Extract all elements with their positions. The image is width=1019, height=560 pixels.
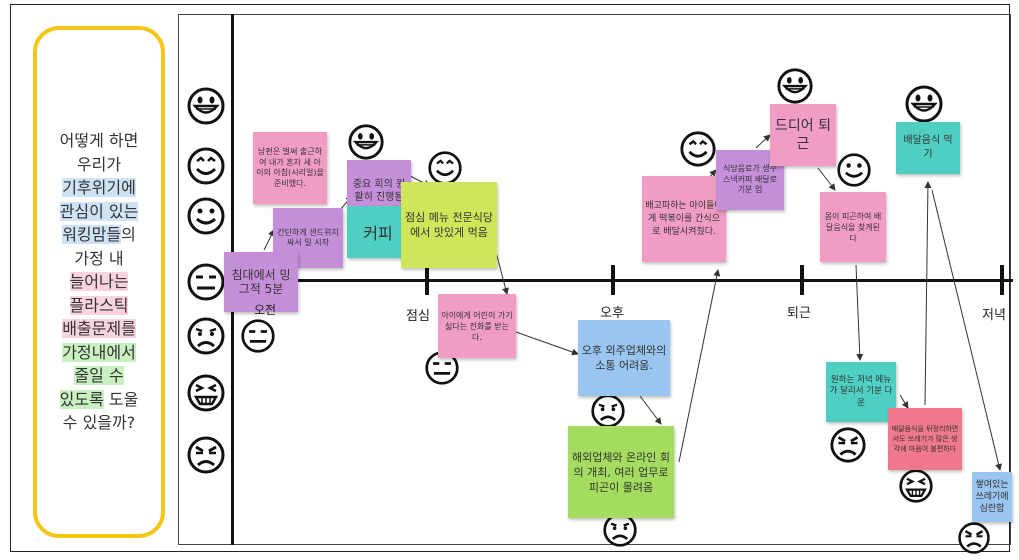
note-dinner-menu: 원하는 저녁 메뉴가 달리서 기분 다운 xyxy=(826,362,896,422)
tick-lunch xyxy=(425,265,429,295)
note-pile: 쌓여있는 쓰레기에 심란함 xyxy=(972,472,1012,522)
note-child: 아이에게 어린이 가기 싫다는 전화를 받는다. xyxy=(438,294,516,358)
note-delivery-drink: 식당음료가 생수 스낵커피 배달로 기분 업 xyxy=(716,150,784,210)
question-seg: 의 xyxy=(121,225,136,245)
label-evening: 저녁 xyxy=(982,308,1006,323)
note-finally: 드디어 퇴근 xyxy=(770,104,836,166)
note-hungry-kids: 배고파하는 아이들에게 떡볶이를 간식으로 배달시켜줬다. xyxy=(642,176,726,262)
note-husband: 남편은 벌써 출근하여 내가 혼자 세 아이의 아침(시리얼)을 준비했다. xyxy=(253,132,327,204)
note-lunch-menu: 점심 메뉴 전문식당에서 맛있게 먹음 xyxy=(401,182,497,268)
note-tired: 몸이 피곤하여 배달음식을 찾게된다 xyxy=(820,192,886,262)
note-coffee: 커피 xyxy=(347,206,409,258)
question-seg-highlight: 줄일 수 xyxy=(74,366,124,386)
question-seg-highlight: 기후위기에 xyxy=(62,178,136,198)
question-seg-highlight: 배출문제를 xyxy=(62,319,136,339)
crying-face-icon xyxy=(898,468,934,504)
content-face-icon xyxy=(836,152,872,188)
question-seg-highlight: 늘어나는 xyxy=(69,272,129,292)
label-afternoon: 오후 xyxy=(600,306,624,321)
time-axis xyxy=(233,279,1013,282)
note-trash: 배달음식을 뒤정리하면서도 쓰레기가 많은 생각에 마음이 불편하다 xyxy=(888,408,962,470)
angry-face-icon xyxy=(829,426,867,464)
sad-face-icon xyxy=(590,393,626,429)
tick-afternoon xyxy=(611,265,615,295)
question-seg: 수 있을까? xyxy=(62,413,136,433)
smile-face-icon xyxy=(427,150,463,186)
question-seg: 가정 내 xyxy=(74,248,124,268)
question-seg-highlight: 플라스틱 xyxy=(69,295,129,315)
question-seg: 도울 xyxy=(103,389,139,409)
tick-evening xyxy=(1000,265,1004,295)
very-happy-face-icon xyxy=(347,123,385,161)
question-seg-highlight: 관심이 있는 xyxy=(59,201,139,221)
outer-frame xyxy=(10,4,1010,552)
note-sandwich: 간단하게 샌드위치 싸서 일 시작 xyxy=(273,208,343,268)
note-afternoon-comm: 오후 외주업체와의 소통 어려움. xyxy=(578,320,670,396)
very-happy-face-icon xyxy=(904,84,944,124)
note-bed: 침대에서 밍그적 5분 xyxy=(224,252,298,312)
note-online-meeting: 해외업체와 온라인 회의 개최, 여러 업무로 피곤이 몰려옴 xyxy=(568,426,674,518)
tick-leave-work xyxy=(800,265,804,295)
label-lunch: 점심 xyxy=(406,309,430,324)
question-seg: 어떻게 하면 xyxy=(59,131,139,151)
question-seg-highlight: 워킹맘들 xyxy=(62,225,122,245)
question-seg-highlight: 있도록 xyxy=(59,389,104,409)
question-seg: 우리가 xyxy=(76,154,122,174)
smile-face-icon xyxy=(679,130,717,168)
label-morning: 오전 xyxy=(254,303,277,317)
question-box: 어떻게 하면 우리가 기후위기에 관심이 있는 워킹맘들의 가정 내 늘어나는 … xyxy=(33,26,165,538)
neutral-face-icon xyxy=(240,318,276,354)
label-leave-work: 퇴근 xyxy=(787,306,811,321)
question-seg-highlight: 가정내에서 xyxy=(62,342,136,362)
question-text: 어떻게 하면 우리가 기후위기에 관심이 있는 워킹맘들의 가정 내 늘어나는 … xyxy=(37,129,161,435)
note-order-food: 배달음식 먹기 xyxy=(896,122,960,174)
very-happy-face-icon xyxy=(776,67,814,105)
angry-face-icon xyxy=(957,521,991,555)
